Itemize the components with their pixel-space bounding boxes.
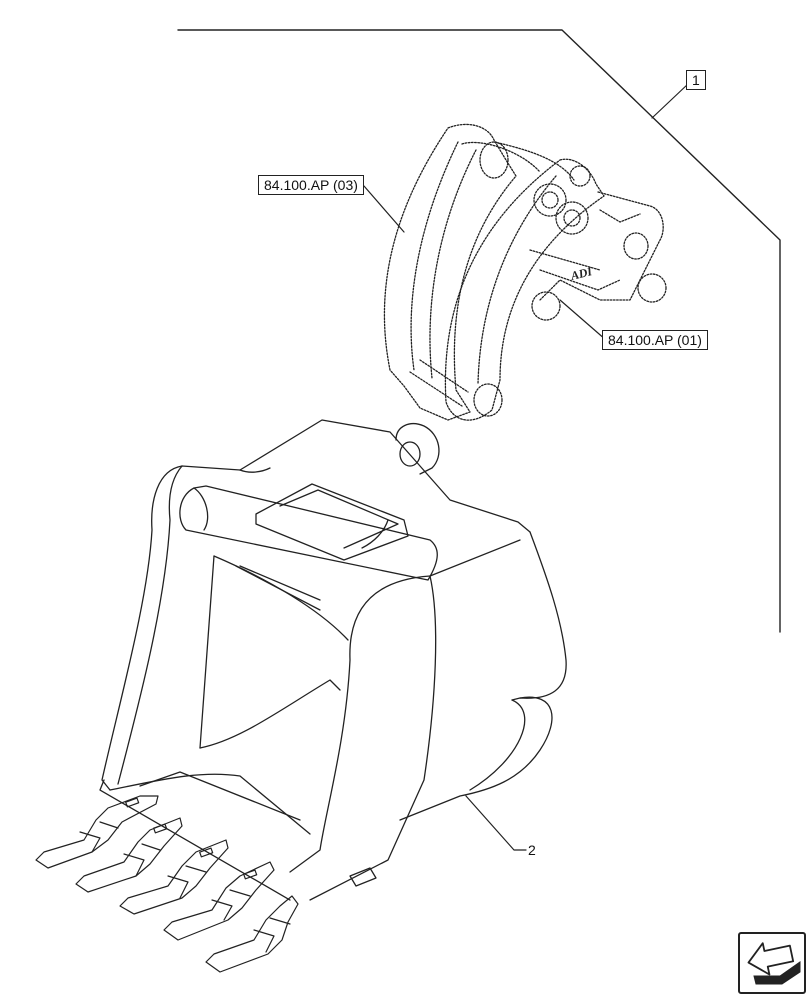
callout-ref-upper[interactable]: 84.100.AP (03)	[258, 175, 364, 195]
next-page-button[interactable]	[738, 932, 806, 994]
next-page-arrow-icon[interactable]	[745, 938, 801, 985]
tooth-4	[163, 861, 275, 941]
callout-item-2[interactable]: 2	[528, 842, 536, 858]
quick-coupler	[383, 123, 667, 421]
tooth-2	[75, 817, 183, 893]
bucket-teeth	[35, 795, 299, 973]
callout-item-1[interactable]: 1	[686, 70, 706, 90]
part-marking: ADI	[568, 264, 594, 283]
bucket	[99, 419, 567, 901]
leader-line-upper	[363, 185, 405, 233]
tooth-1	[35, 795, 159, 869]
leader-line-2	[465, 795, 527, 851]
tooth-3	[119, 839, 229, 915]
leader-line-1-tick	[651, 83, 689, 119]
tooth-5	[205, 895, 299, 973]
callout-ref-lower[interactable]: 84.100.AP (01)	[602, 330, 708, 350]
leader-line-1	[177, 29, 781, 633]
leader-line-lower	[559, 299, 607, 341]
